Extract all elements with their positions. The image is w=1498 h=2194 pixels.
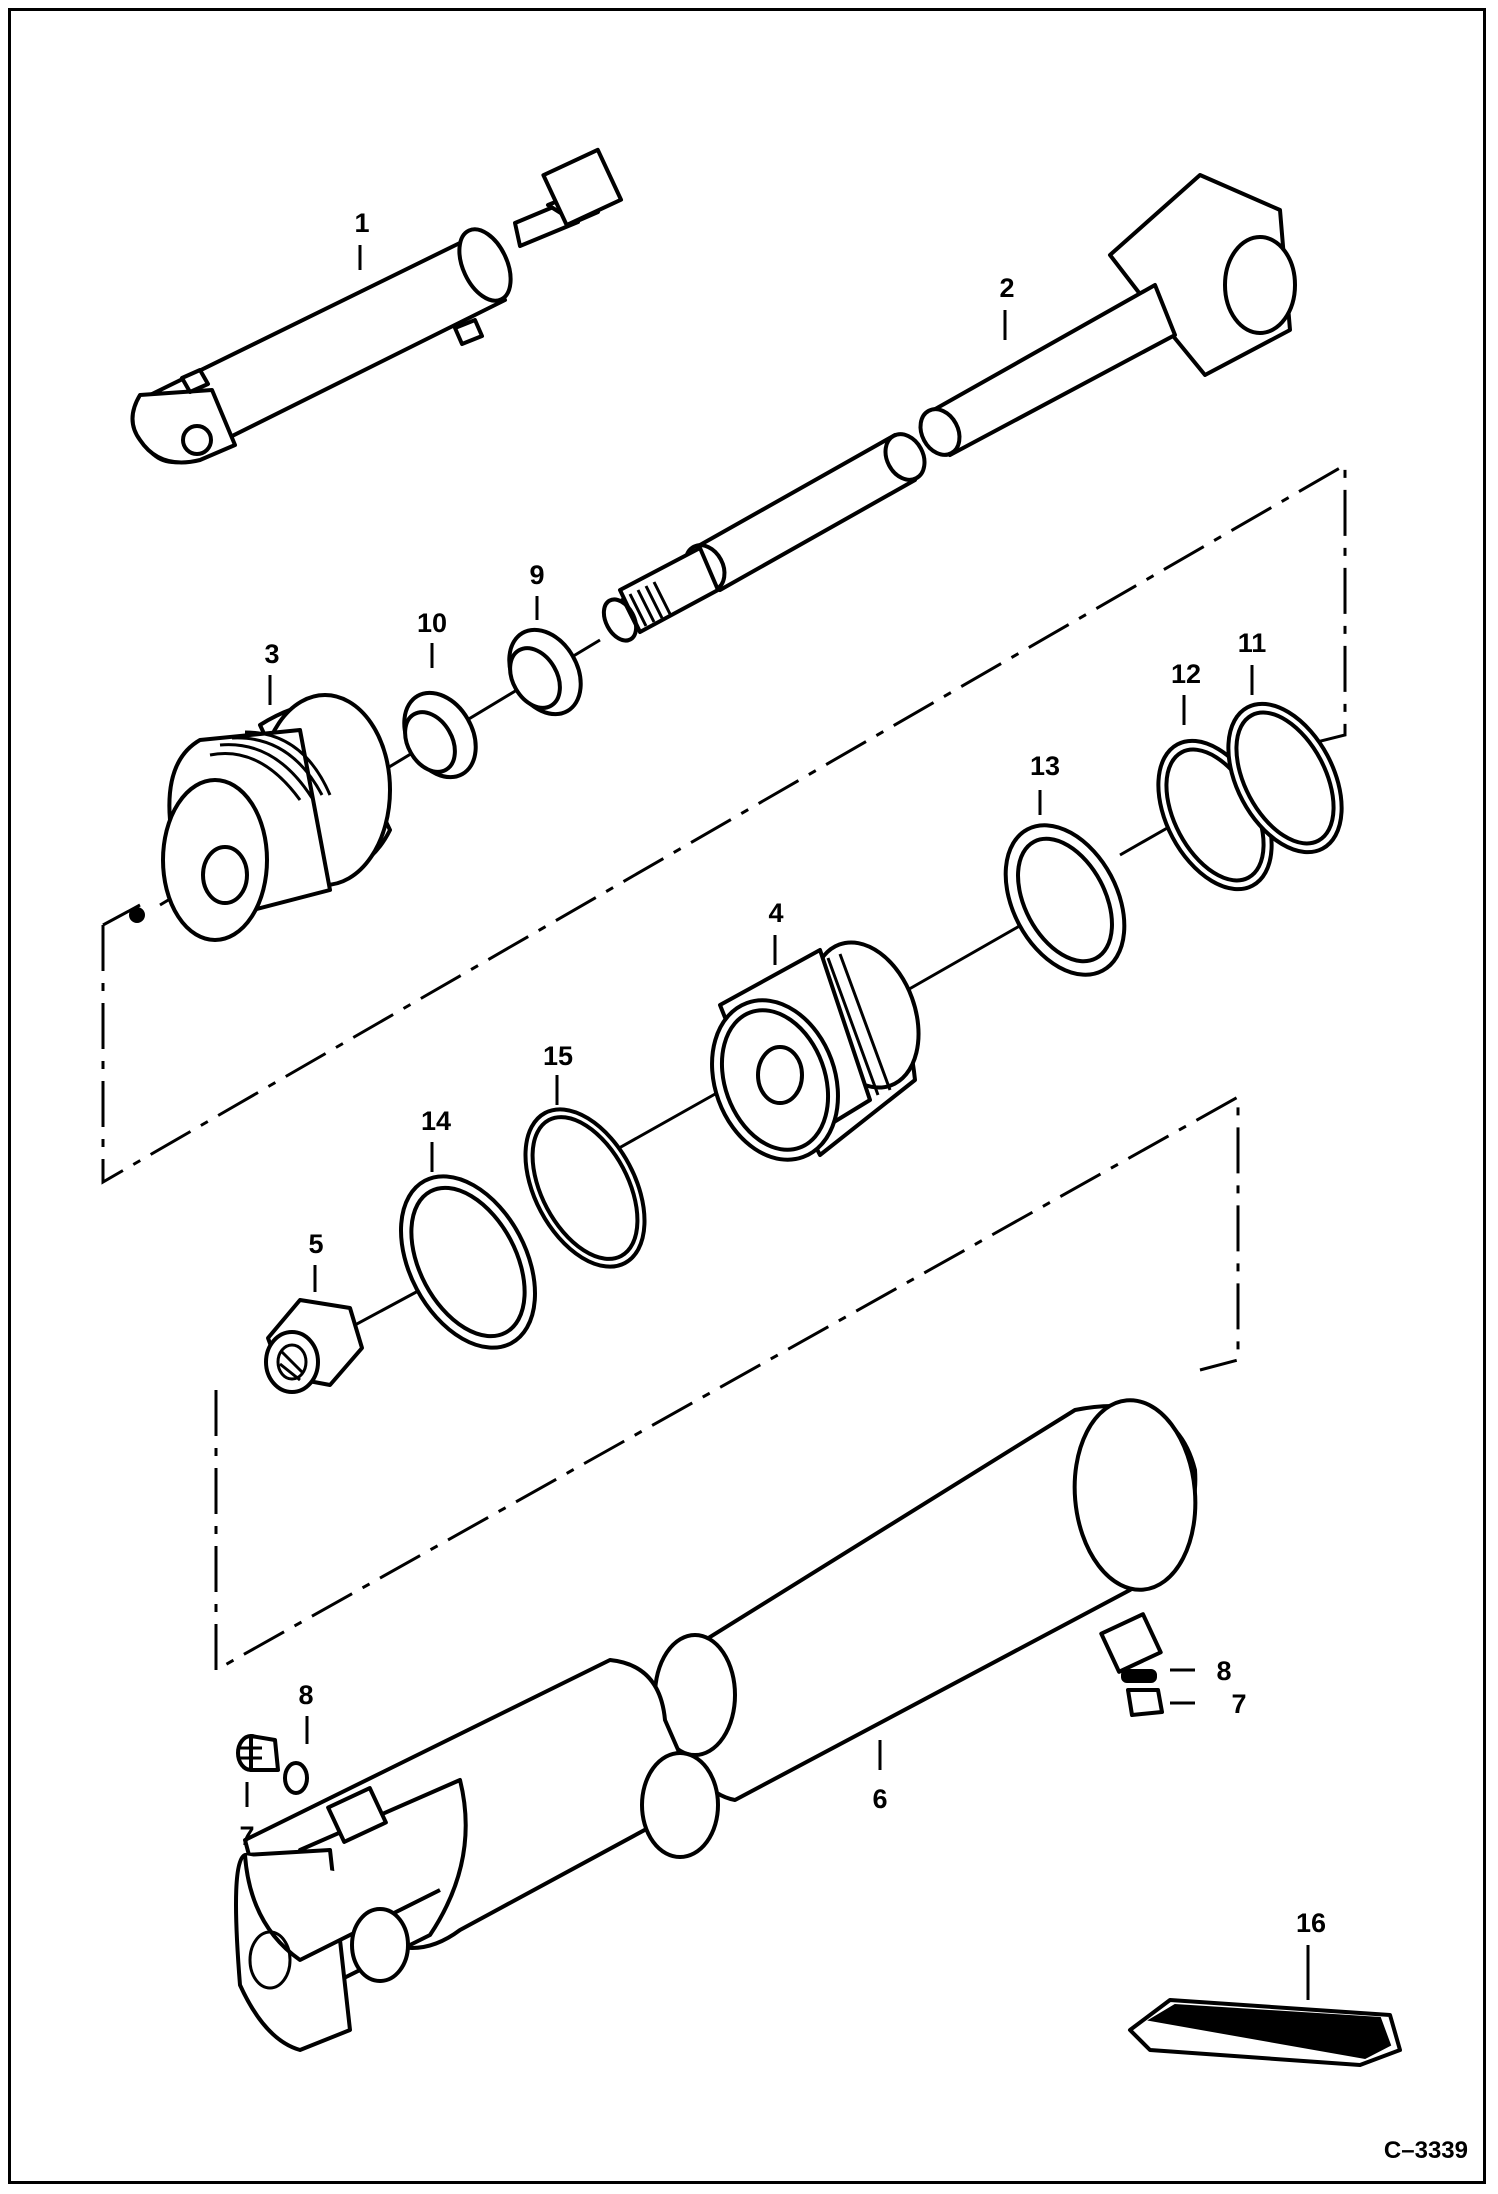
part-15-o-ring bbox=[523, 1075, 647, 1269]
part-11-backup-ring bbox=[1226, 665, 1344, 855]
part-10-rod-seal bbox=[402, 643, 478, 780]
part-5-lock-nut bbox=[264, 1265, 364, 1394]
part-14-backup-ring bbox=[399, 1142, 537, 1350]
callout-9: 9 bbox=[529, 560, 544, 590]
callout-13: 13 bbox=[1030, 751, 1060, 781]
callout-7-left: 7 bbox=[239, 1821, 254, 1851]
callout-4: 4 bbox=[768, 898, 783, 928]
callout-15: 15 bbox=[543, 1041, 573, 1071]
part-8-o-ring-right bbox=[1121, 1668, 1195, 1683]
part-2-piston-rod bbox=[601, 173, 1297, 643]
part-3-gland bbox=[129, 675, 392, 942]
callout-12: 12 bbox=[1171, 659, 1201, 689]
part-4-piston bbox=[710, 935, 921, 1162]
part-7-fitting-right bbox=[1126, 1688, 1195, 1717]
callout-labels: 1 2 3 10 9 12 11 13 4 15 14 5 8 7 8 7 6 … bbox=[239, 208, 1468, 2164]
part-8-o-ring-left bbox=[283, 1716, 309, 1795]
callout-5: 5 bbox=[308, 1229, 323, 1259]
diagram-frame bbox=[8, 8, 1486, 2184]
callout-11: 11 bbox=[1238, 628, 1267, 658]
part-7-fitting-left bbox=[236, 1734, 280, 1807]
part-16-decal bbox=[1128, 1945, 1402, 2067]
figure-code: C–3339 bbox=[1384, 2137, 1468, 2164]
callout-8-right: 8 bbox=[1216, 1656, 1231, 1686]
part-13-wear-ring bbox=[1003, 790, 1127, 977]
part-9-wiper-seal bbox=[507, 596, 583, 717]
callout-7-right: 7 bbox=[1231, 1689, 1246, 1719]
alignment-lines bbox=[101, 462, 1347, 1673]
callout-2: 2 bbox=[999, 273, 1014, 303]
callout-1: 1 bbox=[354, 208, 369, 238]
part-6-cylinder-barrel bbox=[234, 1398, 1198, 2052]
part-1-cylinder-assembly bbox=[130, 147, 624, 465]
callout-6: 6 bbox=[872, 1784, 887, 1814]
callout-3: 3 bbox=[264, 639, 279, 669]
callout-14: 14 bbox=[421, 1106, 451, 1136]
callout-16: 16 bbox=[1296, 1908, 1326, 1938]
callout-10: 10 bbox=[417, 608, 447, 638]
callout-8-left: 8 bbox=[298, 1680, 313, 1710]
